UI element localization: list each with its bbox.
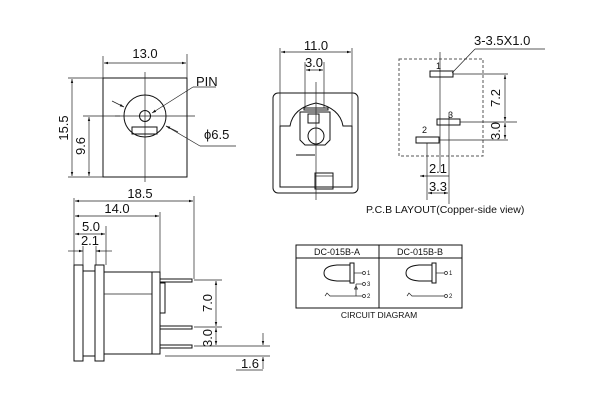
flange-front: [73, 264, 84, 362]
front-width-label: 13.0: [132, 46, 157, 61]
model-a-terminal-3: 3: [367, 282, 371, 288]
pin-spacing-label: 7.0: [200, 294, 215, 312]
side-pin-2: [159, 344, 193, 349]
side-pin-3: [159, 325, 193, 330]
pin-number-1: 1: [436, 61, 441, 71]
rear-body-outline: [272, 92, 359, 194]
pcb-layout-title: P.C.B LAYOUT(Copper-side view): [366, 204, 524, 216]
pad-2: [415, 136, 440, 144]
center-pin: [139, 110, 151, 122]
rear-square-slot: [307, 113, 320, 124]
circuit-diagram: DC-015B-A DC-015B-B 1 3 2 1: [295, 244, 463, 320]
rear-terminal: [314, 172, 334, 190]
pad-size-label: 3-3.5X1.0: [474, 33, 530, 48]
model-b-symbol: 1 2: [405, 262, 453, 300]
rear-width-label: 11.0: [304, 38, 328, 53]
flange-rear: [94, 264, 105, 362]
offset-label: 1.6: [241, 356, 259, 371]
flange-thickness-label: 2.1: [81, 233, 99, 248]
center-height-label: 9.6: [73, 137, 88, 155]
spring-contact: [131, 126, 158, 135]
jack-opening: [123, 94, 167, 138]
pcb-dim-3-3: 3.3: [429, 179, 447, 194]
pin-label: PIN: [196, 74, 218, 89]
model-a-header: DC-015B-A: [314, 247, 360, 257]
pcb-dim-7-2: 7.2: [488, 89, 503, 107]
side-pin-1: [159, 278, 193, 283]
model-b-terminal-2: 2: [449, 294, 453, 300]
rear-view: 11.0 3.0: [272, 38, 359, 200]
model-a-terminal-2: 2: [367, 294, 371, 300]
model-b-header: DC-015B-B: [397, 247, 443, 257]
pin-gap-label: 3.0: [200, 329, 215, 347]
side-body: [103, 271, 153, 355]
body-length-label: 14.0: [104, 201, 129, 216]
rear-inner-outline: [279, 102, 353, 188]
pin-number-3: 3: [448, 110, 453, 120]
model-a-terminal-1: 1: [367, 271, 371, 277]
pin-number-2: 2: [422, 125, 427, 135]
pcb-dim-3-0: 3.0: [488, 122, 503, 140]
model-b-terminal-1: 1: [449, 271, 453, 277]
pcb-layout: 1 3 2 3-3.5X1.0 7.2 3.0 2.1 3.3 P.C.B LA…: [366, 33, 545, 216]
diameter-label: ϕ6.5: [204, 127, 229, 142]
model-a-symbol: 1 3 2: [323, 262, 371, 300]
front-view: 13.0 15.5 9.6 ϕ6.5 PIN: [56, 46, 236, 182]
overall-length-label: 18.5: [127, 186, 152, 201]
circuit-diagram-title: CIRCUIT DIAGRAM: [341, 310, 417, 320]
front-height-label: 15.5: [56, 115, 71, 140]
rear-slot-label: 3.0: [305, 55, 323, 70]
pcb-outline: [398, 58, 484, 157]
pad-1: [429, 70, 454, 78]
flange-label: 5.0: [82, 219, 100, 234]
side-view: 18.5 14.0 5.0 2.1 7.0 3.0 1.6: [68, 186, 270, 371]
pcb-dim-2-1: 2.1: [429, 161, 447, 176]
